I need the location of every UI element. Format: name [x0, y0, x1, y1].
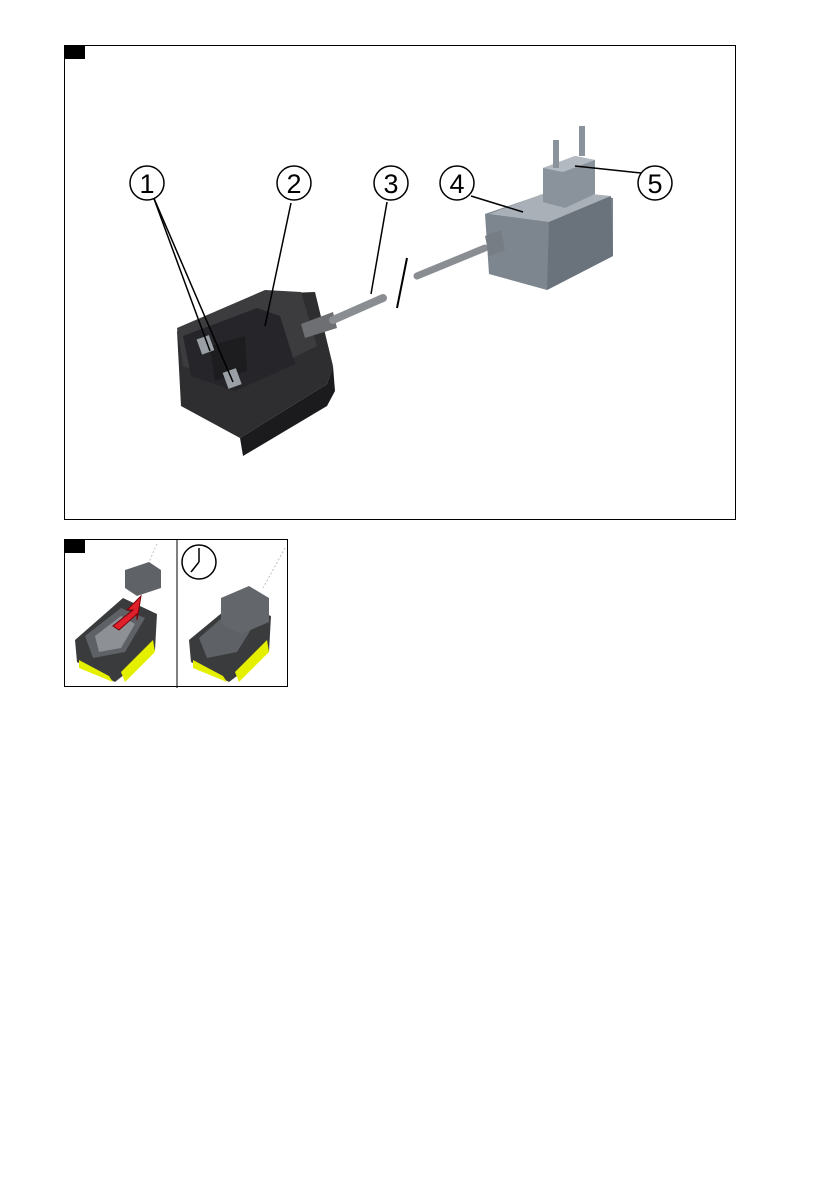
- callout-number: 2: [286, 169, 301, 199]
- figure-2-drawing: [65, 540, 289, 688]
- figure-1-drawing: 1 2 3 4 5: [65, 46, 737, 521]
- callout-number: 4: [449, 169, 464, 199]
- callout-leader-3: [371, 202, 387, 294]
- figure-1: 1 2 3 4 5: [64, 45, 736, 520]
- panel-charging: [182, 545, 285, 682]
- clock-icon: [182, 545, 216, 579]
- battery-pack-icon: [75, 598, 157, 682]
- charger-cable-icon: [333, 248, 485, 320]
- callout-2: 2: [277, 166, 311, 200]
- callout-number: 3: [383, 169, 398, 199]
- callout-number: 5: [647, 169, 662, 199]
- callout-5: 5: [638, 166, 672, 200]
- power-adapter-icon: [485, 190, 613, 290]
- callout-3: 3: [374, 166, 408, 200]
- charger-icon: [125, 562, 161, 596]
- panel-insert: [75, 544, 161, 682]
- callout-number: 1: [139, 169, 154, 199]
- callout-4: 4: [440, 166, 474, 200]
- figure-2: [64, 539, 288, 687]
- callout-1: 1: [130, 166, 164, 200]
- battery-charger-base-icon: [177, 290, 337, 456]
